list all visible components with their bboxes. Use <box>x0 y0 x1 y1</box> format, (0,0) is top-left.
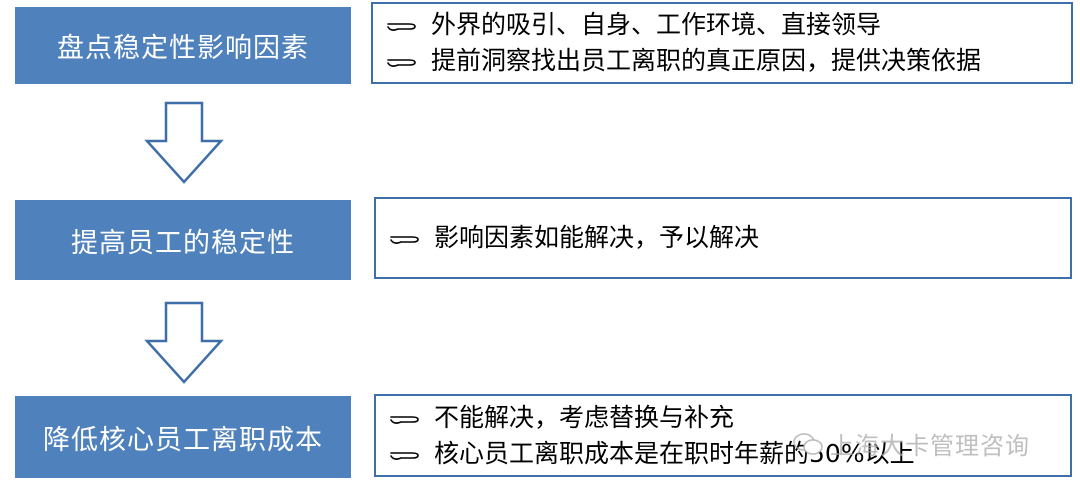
note-text: 核心员工离职成本是在职时年薪的50%以上 <box>434 438 915 468</box>
note-text: 不能解决，考虑替换与补充 <box>434 402 735 432</box>
note-text: 提前洞察找出员工离职的真正原因，提供决策依据 <box>431 46 982 75</box>
watermark: 上海大卡管理咨询 <box>792 426 1030 461</box>
note-box-3: 不能解决，考虑替换与补充 核心员工离职成本是在职时年薪的50%以上 <box>374 394 1072 477</box>
step-label-2: 提高员工的稳定性 <box>71 227 295 259</box>
note-box-1: 外界的吸引、自身、工作环境、直接领导 提前洞察找出员工离职的真正原因，提供决策依… <box>371 2 1073 84</box>
pointing-hand-icon <box>387 23 416 31</box>
watermark-text: 上海大卡管理咨询 <box>830 432 1030 460</box>
note-text: 影响因素如能解决，予以解决 <box>434 223 760 252</box>
note-line: 影响因素如能解决，予以解决 <box>390 220 1070 256</box>
step-box-3: 降低核心员工离职成本 <box>15 396 351 478</box>
step-label-3: 降低核心员工离职成本 <box>43 424 323 456</box>
step-box-1: 盘点稳定性影响因素 <box>15 7 351 84</box>
pointing-hand-icon <box>390 451 419 460</box>
down-arrow-icon <box>144 101 224 184</box>
down-arrow-icon <box>144 301 224 384</box>
note-line: 不能解决，考虑替换与补充 <box>390 400 1070 436</box>
step-box-2: 提高员工的稳定性 <box>15 200 351 280</box>
pointing-hand-icon <box>387 59 416 67</box>
step-label-1: 盘点稳定性影响因素 <box>57 33 309 64</box>
note-line: 提前洞察找出员工离职的真正原因，提供决策依据 <box>387 43 1071 79</box>
note-line: 外界的吸引、自身、工作环境、直接领导 <box>387 7 1071 43</box>
pointing-hand-icon <box>390 236 419 244</box>
note-text: 外界的吸引、自身、工作环境、直接领导 <box>431 10 882 39</box>
chat-bubble-icon <box>793 432 823 455</box>
note-box-2: 影响因素如能解决，予以解决 <box>374 197 1072 279</box>
pointing-hand-icon <box>390 415 419 424</box>
note-line: 核心员工离职成本是在职时年薪的50%以上 <box>390 436 1070 472</box>
